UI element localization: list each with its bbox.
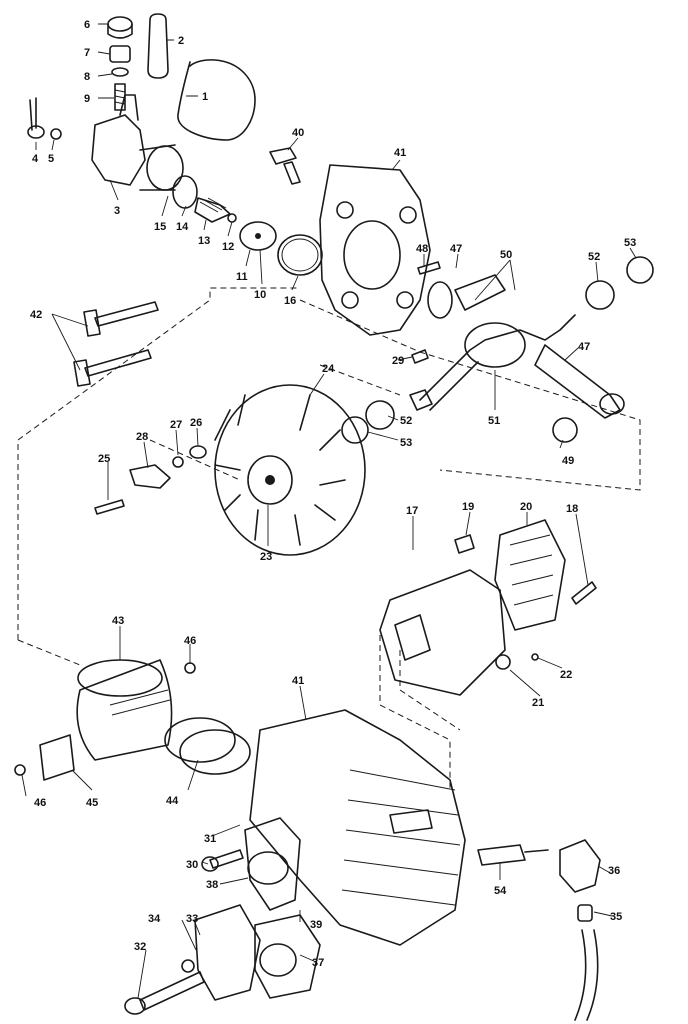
callout-43: 43 — [112, 615, 124, 627]
callout-15: 15 — [154, 221, 166, 233]
callout-6: 6 — [84, 19, 90, 31]
callout-52-upper: 52 — [588, 251, 600, 263]
callout-41-upper: 41 — [394, 147, 406, 159]
callout-52-lower: 52 — [400, 415, 412, 427]
callout-23: 23 — [260, 551, 272, 563]
callout-18: 18 — [566, 503, 578, 515]
callout-36: 36 — [608, 865, 620, 877]
leader-lines — [21, 23, 637, 999]
callout-25: 25 — [98, 453, 110, 465]
callout-53-upper: 53 — [624, 237, 636, 249]
callout-49: 49 — [562, 455, 574, 467]
callout-8: 8 — [84, 71, 90, 83]
callout-5: 5 — [48, 153, 54, 165]
connecting-rod — [534, 344, 625, 443]
muffler — [379, 519, 566, 696]
long-bolts — [73, 301, 159, 387]
callout-41-lower: 41 — [292, 675, 304, 687]
callout-50: 50 — [500, 249, 512, 261]
callout-24: 24 — [322, 363, 335, 375]
callout-48: 48 — [416, 243, 428, 255]
callout-44: 44 — [166, 795, 179, 807]
callout-42: 42 — [30, 309, 42, 321]
callout-20: 20 — [520, 501, 532, 513]
callout-27: 27 — [170, 419, 182, 431]
callout-3: 3 — [114, 205, 120, 217]
callout-34: 34 — [148, 913, 161, 925]
bearings-upper — [341, 256, 654, 444]
intake-manifold — [124, 817, 321, 1015]
callout-30: 30 — [186, 859, 198, 871]
callout-40: 40 — [292, 127, 304, 139]
callout-39: 39 — [310, 919, 322, 931]
gasket — [277, 234, 323, 276]
callout-47-lower: 47 — [578, 341, 590, 353]
callout-10: 10 — [254, 289, 266, 301]
crankshaft — [409, 274, 576, 411]
callout-38: 38 — [206, 879, 218, 891]
callout-labels: 6 7 8 9 2 1 4 5 3 15 14 13 12 11 10 16 4… — [30, 19, 636, 969]
callout-11: 11 — [236, 271, 248, 283]
piston-assembly — [14, 659, 251, 781]
muffler-hardware — [454, 534, 597, 670]
callout-12: 12 — [222, 241, 234, 253]
callout-21: 21 — [532, 697, 544, 709]
callout-46-lower: 46 — [34, 797, 46, 809]
callout-45: 45 — [86, 797, 98, 809]
callout-35: 35 — [610, 911, 622, 923]
carb-springs — [172, 175, 277, 251]
needle-assembly — [107, 16, 133, 111]
callout-46-upper: 46 — [184, 635, 196, 647]
callout-16: 16 — [284, 295, 296, 307]
callout-7: 7 — [84, 47, 90, 59]
callout-53-lower: 53 — [400, 437, 412, 449]
callout-9: 9 — [84, 93, 90, 105]
assembly-guide-lines — [17, 287, 641, 790]
callout-26: 26 — [190, 417, 202, 429]
bolt-40 — [269, 147, 301, 185]
callout-1: 1 — [202, 91, 208, 103]
callout-47-upper: 47 — [450, 243, 462, 255]
callout-19: 19 — [462, 501, 474, 513]
callout-54: 54 — [494, 885, 507, 897]
callout-37: 37 — [312, 957, 324, 969]
callout-14: 14 — [176, 221, 189, 233]
callout-17: 17 — [406, 505, 418, 517]
crankcase-upper — [319, 164, 431, 336]
retaining-wire — [177, 59, 256, 141]
callout-31: 31 — [204, 833, 216, 845]
fuel-tube — [147, 13, 169, 79]
ignition-parts — [94, 445, 207, 515]
callout-51: 51 — [488, 415, 500, 427]
flywheel — [214, 384, 366, 556]
throttle-stop — [27, 97, 62, 140]
cylinder — [249, 709, 466, 946]
callout-2: 2 — [178, 35, 184, 47]
callout-4: 4 — [32, 153, 39, 165]
callout-32: 32 — [134, 941, 146, 953]
callout-28: 28 — [136, 431, 148, 443]
spark-plug — [477, 839, 601, 1021]
screw-48 — [417, 261, 441, 275]
callout-13: 13 — [198, 235, 210, 247]
callout-22: 22 — [560, 669, 572, 681]
callout-33: 33 — [186, 913, 198, 925]
key-29 — [411, 349, 429, 364]
callout-29: 29 — [392, 355, 404, 367]
carburetor — [91, 94, 184, 191]
